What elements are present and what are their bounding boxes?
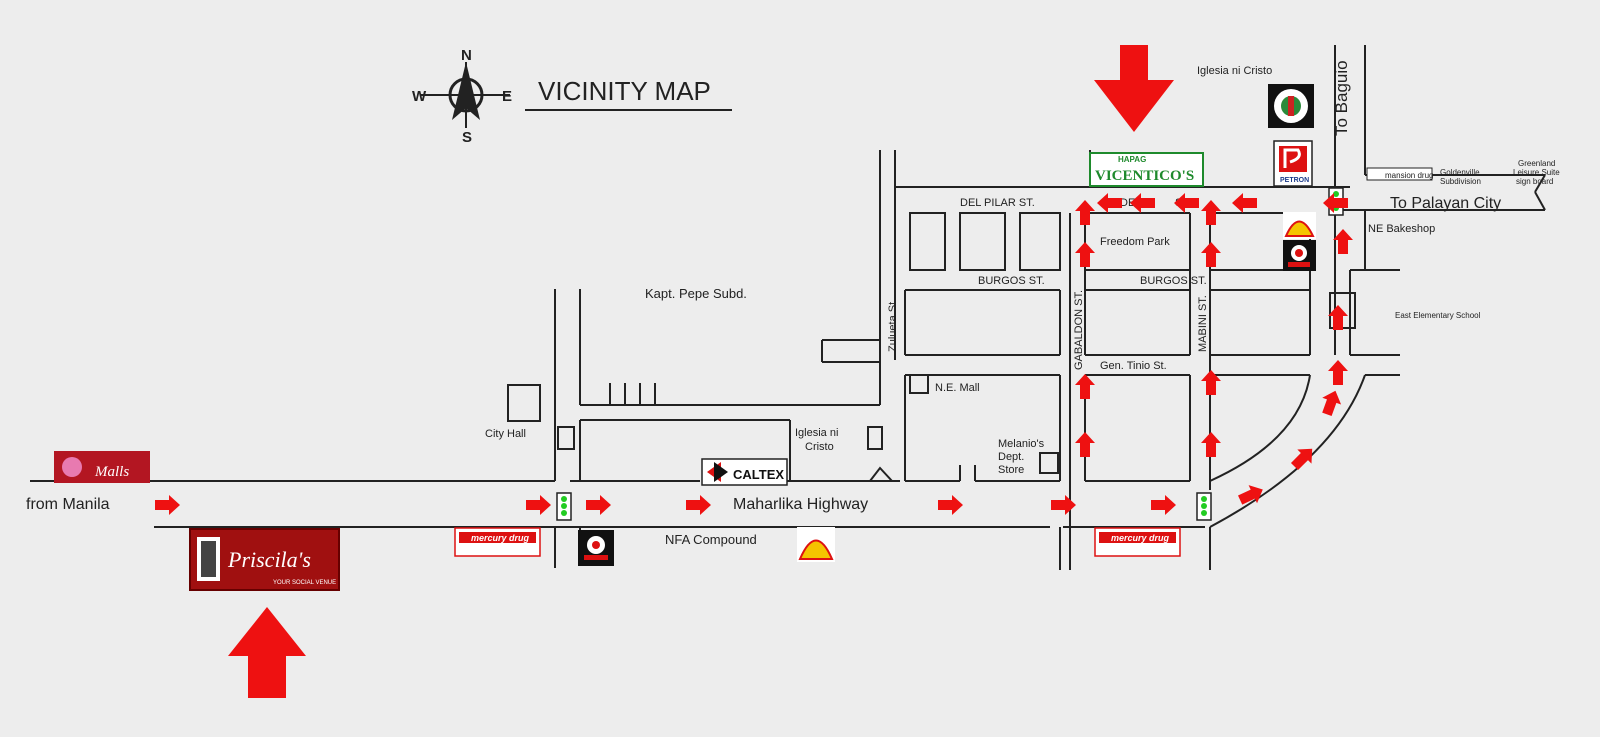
label-kapt-pepe: Kapt. Pepe Subd. (645, 286, 747, 301)
street-gabaldon: GABALDON ST. (1073, 290, 1085, 370)
label-melanios-1: Melanio's (998, 438, 1045, 450)
street-gen-tinio: Gen. Tinio St. (1100, 360, 1167, 372)
mansion-drug-sign (1366, 167, 1433, 181)
label-freedom-park: Freedom Park (1100, 236, 1170, 248)
label-greenland-1: Greenland (1518, 159, 1555, 168)
label-city-hall: City Hall (485, 428, 526, 440)
label-melanios-2: Dept. (998, 451, 1024, 463)
shell-logo-2-icon (797, 527, 835, 562)
svg-text:VICENTICO'S: VICENTICO'S (1095, 168, 1194, 184)
street-zulueta: Zulueta St. (887, 299, 899, 352)
big-arrow-up-icon (228, 607, 306, 698)
label-goldenville-1: Goldenville (1440, 168, 1480, 177)
compass-s: S (462, 129, 472, 146)
mercury-drug-logo-1: mercury drug (454, 527, 541, 557)
svg-text:mercury drug: mercury drug (1111, 533, 1170, 543)
shell-logo-icon (1283, 212, 1316, 239)
vicenticos-logo: HAPAG VICENTICO'S (1089, 152, 1204, 187)
svg-text:CALTEX: CALTEX (733, 467, 784, 482)
priscilas-logo: Priscila's YOUR SOCIAL VENUE (189, 528, 340, 591)
map-title: VICINITY MAP (538, 76, 711, 106)
petron-logo: PETRON (1273, 140, 1313, 187)
street-mabini: MABINI ST. (1197, 295, 1209, 352)
jollibee-logo-2-icon (578, 530, 614, 566)
svg-text:HAPAG: HAPAG (1118, 155, 1146, 164)
street-burgos-1: BURGOS ST. (978, 275, 1045, 287)
big-arrow-down-icon (1094, 45, 1174, 132)
label-iglesia-2: Cristo (805, 441, 834, 453)
compass-e: E (502, 88, 512, 105)
svg-text:PETRON: PETRON (1280, 177, 1309, 184)
label-iglesia-1: Iglesia ni (795, 427, 838, 439)
compass-w: W (412, 88, 427, 105)
label-mansion: mansion drug (1385, 171, 1433, 180)
label-goldenville-2: Subdivision (1440, 177, 1481, 186)
jollibee-logo-icon (1283, 240, 1316, 271)
mercury-drug-logo-2: mercury drug (1094, 527, 1181, 557)
label-nfa: NFA Compound (665, 532, 757, 547)
street-highway: Maharlika Highway (733, 496, 868, 513)
building-blocks (507, 212, 1356, 474)
label-from-manila: from Manila (26, 496, 110, 513)
label-ne-bakeshop: NE Bakeshop (1368, 223, 1435, 235)
road-network (30, 45, 1546, 570)
label-to-palayan: To Palayan City (1390, 195, 1501, 212)
compass-icon: N S W E (412, 47, 512, 146)
compass-n: N (461, 47, 472, 64)
label-east-school: East Elementary School (1395, 311, 1481, 320)
label-iglesia-top: Iglesia ni Cristo (1197, 65, 1272, 77)
label-ne-mall: N.E. Mall (935, 382, 980, 394)
label-melanios-3: Store (998, 464, 1024, 476)
svg-text:Malls: Malls (94, 464, 129, 480)
malls-logo: Malls (54, 451, 150, 483)
label-greenland-2: Leisure Suite (1513, 168, 1560, 177)
street-burgos-2: BURGOS ST. (1140, 275, 1207, 287)
svg-text:mercury drug: mercury drug (471, 533, 530, 543)
label-greenland-3: sign board (1516, 177, 1553, 186)
iglesia-seal-icon (1268, 84, 1314, 128)
svg-text:YOUR SOCIAL VENUE: YOUR SOCIAL VENUE (273, 580, 336, 586)
street-del-pilar: DEL PILAR ST. (960, 197, 1035, 209)
label-to-baguio: To Baguio (1332, 60, 1351, 136)
caltex-logo: CALTEX (701, 458, 788, 486)
svg-text:Priscila's: Priscila's (227, 547, 311, 572)
